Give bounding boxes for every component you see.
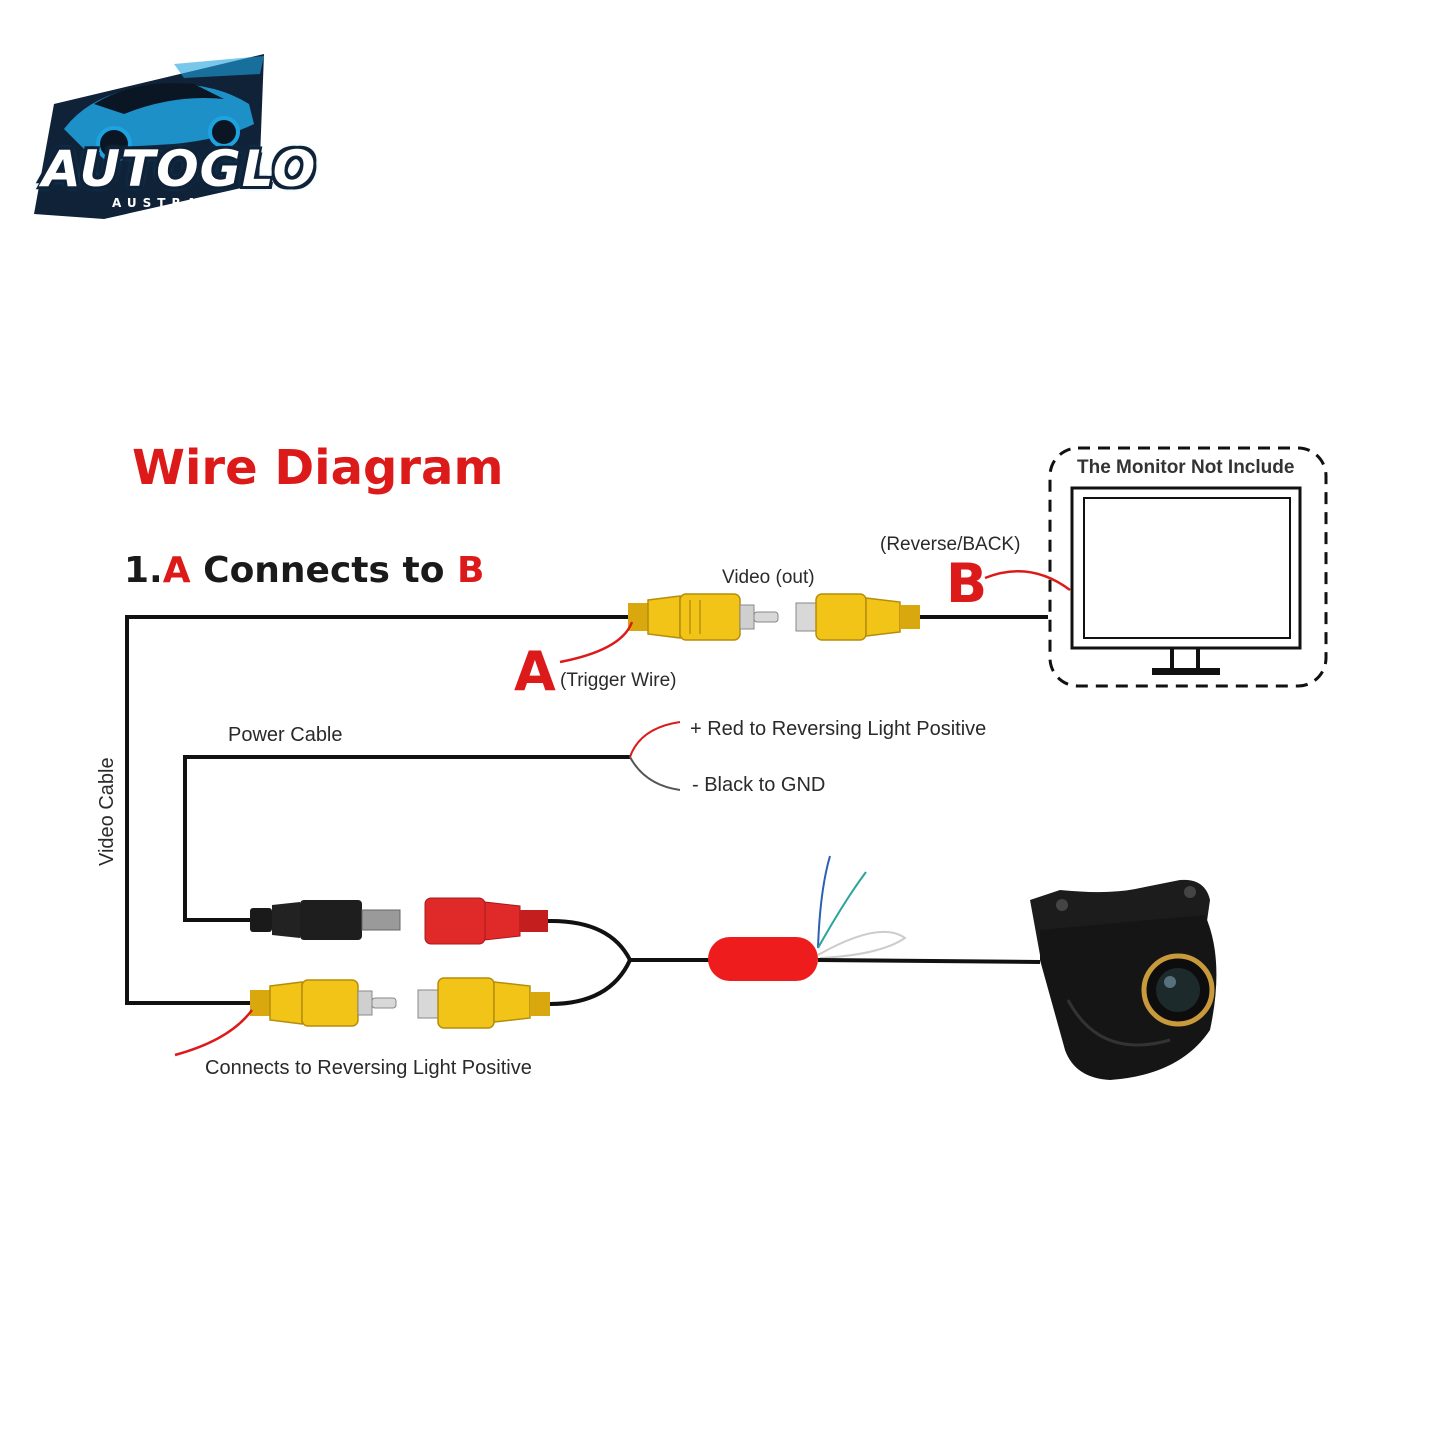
trigger-wire-label: (Trigger Wire) (560, 670, 677, 691)
power-cable-label: Power Cable (228, 724, 343, 746)
reverse-camera (1030, 879, 1217, 1080)
power-cable-wire (183, 755, 630, 922)
monitor-label: The Monitor Not Include (1077, 457, 1295, 478)
junction-box (708, 937, 818, 981)
reversing-positive-wire (174, 1009, 254, 1057)
dc-socket-red (424, 897, 548, 945)
autoglo-logo: AUTOGLO AUSTRALIA (24, 44, 315, 224)
reverse-wire (984, 570, 1071, 592)
video-cable-wire (125, 615, 632, 1005)
rca-male-connector-top (628, 593, 779, 641)
subtitle-b: B (456, 550, 485, 591)
video-cable-label: Video Cable (96, 757, 118, 866)
reverse-back-label: (Reverse/BACK) (880, 534, 1021, 555)
diagram-title: Wire Diagram (132, 440, 504, 496)
monitor-screen-inner (1083, 497, 1291, 639)
marker-a: A (514, 640, 556, 703)
red-positive-label: + Red to Reversing Light Positive (690, 718, 987, 740)
logo-sub-text: AUSTRALIA (112, 196, 242, 210)
video-out-label: Video (out) (722, 567, 815, 588)
subtitle-prefix: 1. (124, 550, 163, 591)
reversing-positive-label: Connects to Reversing Light Positive (205, 1057, 532, 1079)
trigger-wire (559, 621, 634, 664)
subtitle-mid: Connects to (190, 550, 457, 591)
car-logo-icon (34, 54, 264, 219)
rca-female-connector-top (795, 593, 920, 641)
dc-plug-black (250, 900, 401, 940)
logo-brand-text: AUTOGLO (42, 140, 317, 198)
rca-female-connector-bottom (417, 977, 550, 1029)
diagram-subtitle: 1.A Connects to B (124, 550, 484, 591)
black-gnd-label: - Black to GND (692, 774, 826, 796)
black-split-wire (629, 756, 681, 791)
monitor-dashed-box (1048, 446, 1328, 688)
subtitle-a: A (162, 550, 191, 591)
red-split-wire (629, 721, 681, 758)
monitor-screen-outer (1070, 486, 1302, 650)
monitor-stand (1152, 668, 1220, 675)
rca-male-connector-bottom (250, 979, 397, 1027)
marker-b: B (946, 552, 988, 615)
